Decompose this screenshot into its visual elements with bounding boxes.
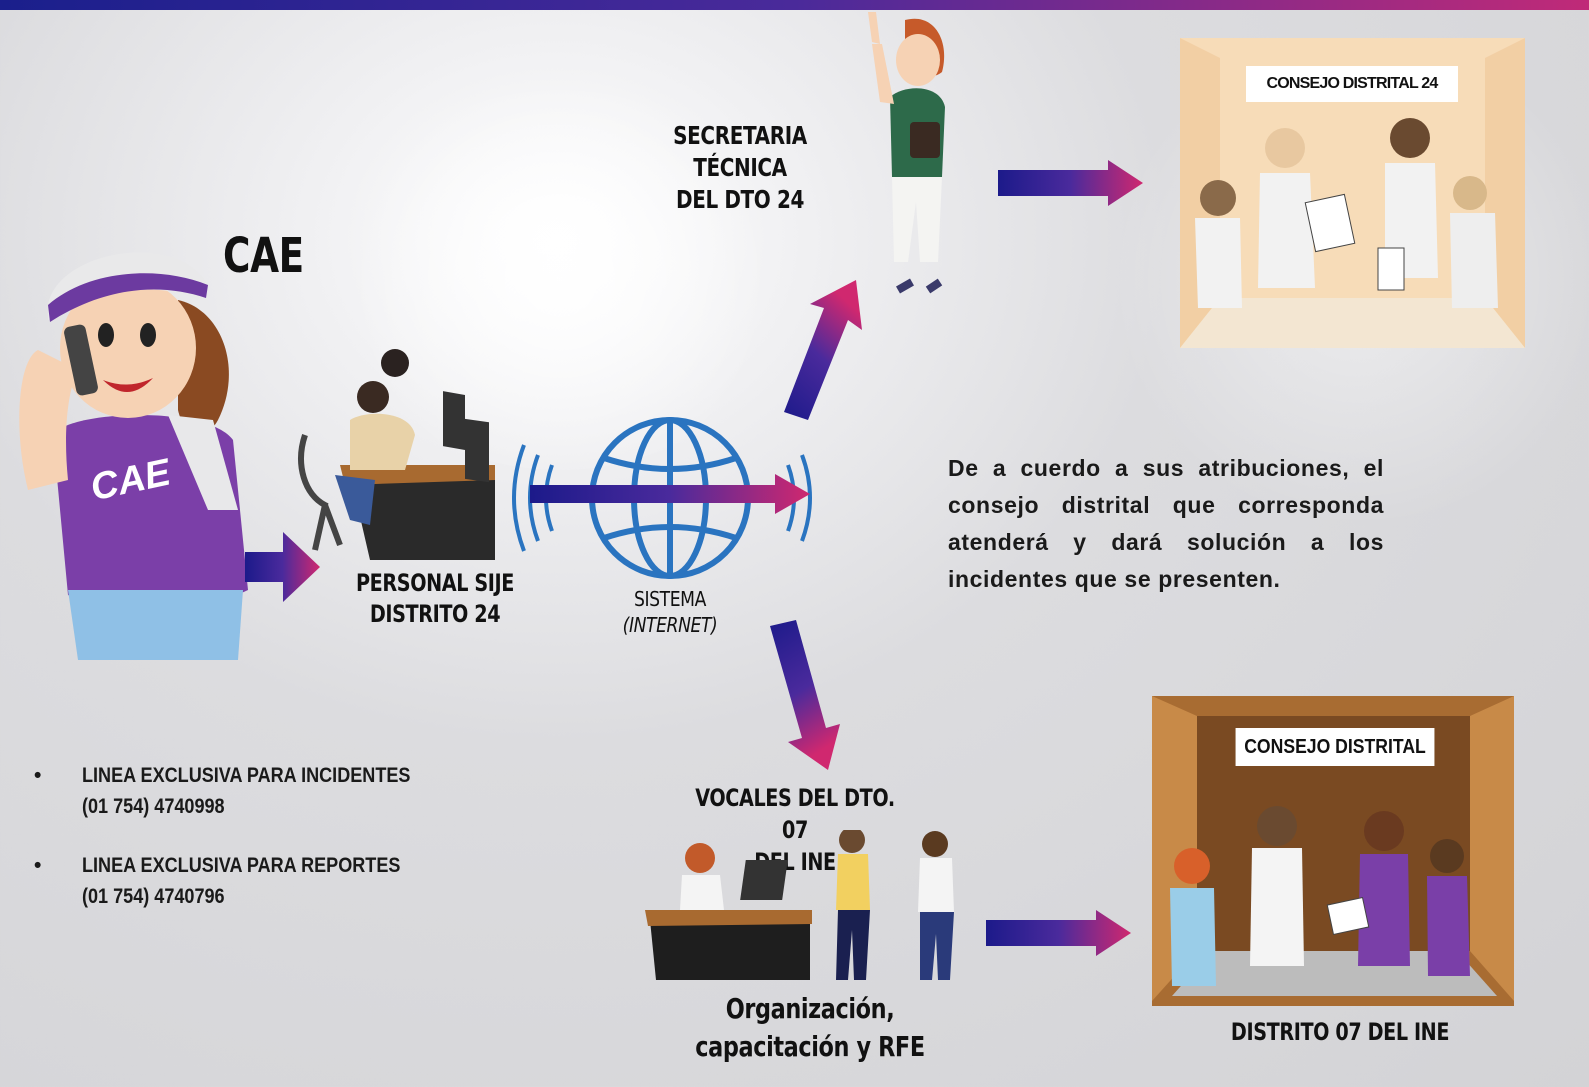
arrow-to-consejo-07 [986, 910, 1131, 956]
list-item: • LINEA EXCLUSIVA PARA INCIDENTES (01 75… [34, 760, 554, 822]
personal-sije-line2: DISTRITO 24 [369, 600, 501, 628]
personal-sije-label: PERSONAL SIJE DISTRITO 24 [355, 568, 515, 630]
description-text: De a cuerdo a sus atribuciones, el conse… [948, 455, 1384, 592]
secretaria-line2: DEL DTO 24 [675, 185, 804, 214]
vocales-staff-icon [640, 830, 970, 990]
personal-sije-line1: PERSONAL SIJE [356, 569, 514, 597]
consejo-24-sign: CONSEJO DISTRITAL 24 [1246, 66, 1458, 102]
top-gradient-bar [0, 0, 1589, 10]
list-item: • LINEA EXCLUSIVA PARA REPORTES (01 754)… [34, 850, 554, 912]
cae-title: CAE [223, 228, 304, 284]
arrow-cae-to-sije [245, 532, 320, 602]
line-title: LINEA EXCLUSIVA PARA INCIDENTES [82, 764, 411, 787]
line-title: LINEA EXCLUSIVA PARA REPORTES [82, 854, 401, 877]
bullet-marker: • [34, 854, 42, 877]
sistema-line1: SISTEMA [634, 587, 706, 611]
line-phone: (01 754) 4740796 [82, 885, 225, 908]
sistema-label: SISTEMA (INTERNET) [610, 586, 730, 638]
line-phone: (01 754) 4740998 [82, 795, 225, 818]
secretaria-woman-icon [850, 12, 960, 302]
secretaria-label: SECRETARIA TÉCNICA DEL DTO 24 [644, 120, 836, 216]
organizacion-label: Organización, capacitación y RFE [690, 990, 930, 1066]
organizacion-line2: capacitación y RFE [695, 1030, 925, 1063]
arrow-through-globe [530, 474, 810, 514]
organizacion-line1: Organización, [725, 992, 895, 1025]
secretaria-line1: SECRETARIA TÉCNICA [673, 121, 807, 182]
sistema-line2: (INTERNET) [622, 613, 718, 637]
vocales-line1: VOCALES DEL DTO. 07 [695, 784, 895, 844]
cae-character-icon: CAE [8, 230, 268, 660]
arrow-to-consejo-24 [998, 160, 1143, 206]
consejo-07-sign: CONSEJO DISTRITAL [1235, 728, 1435, 766]
sije-staff-icon [295, 345, 505, 565]
arrow-to-vocales [766, 620, 846, 770]
bullet-marker: • [34, 764, 42, 787]
distrito-07-caption: DISTRITO 07 DEL INE [1230, 1018, 1450, 1046]
arrow-to-secretaria [780, 280, 870, 420]
phone-lines-list: • LINEA EXCLUSIVA PARA INCIDENTES (01 75… [34, 760, 554, 940]
